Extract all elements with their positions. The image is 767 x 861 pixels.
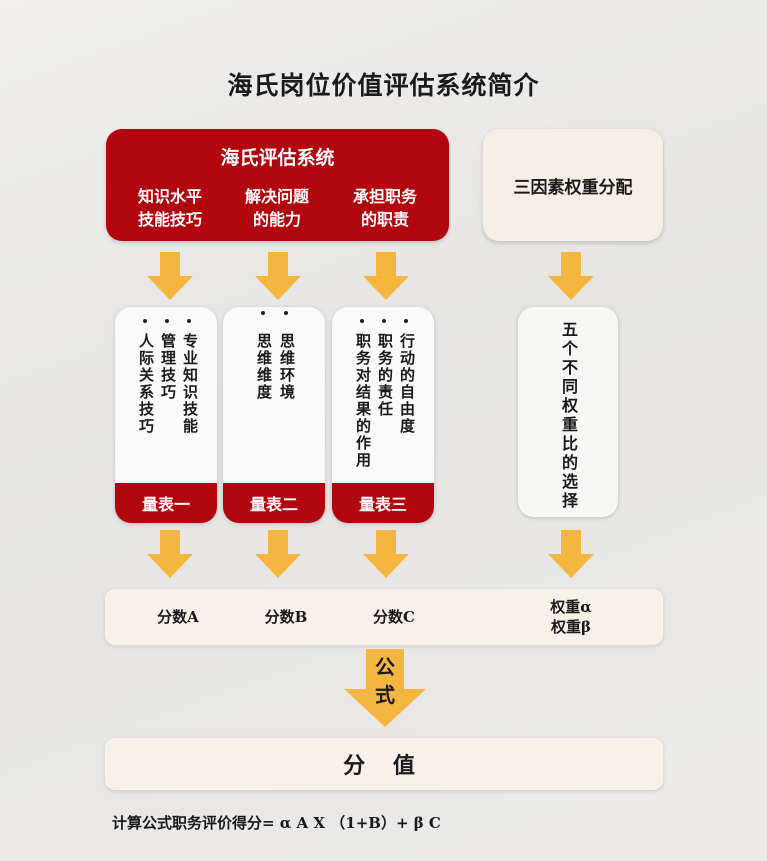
card2-item-1: 思维环境 xyxy=(278,333,296,401)
hay-system-title: 海氏评估系统 xyxy=(220,147,335,169)
factor-accountability: 承担职务 的职责 xyxy=(335,185,435,231)
score-bar: 分数A 分数B 分数C 权重α 权重β xyxy=(105,589,663,645)
bullet-dot xyxy=(284,311,288,315)
factor-problem-solving: 解决问题 的能力 xyxy=(227,185,327,231)
score-a: 分数A xyxy=(157,608,199,626)
card1-item-2: 管理技巧 xyxy=(159,333,177,401)
card1-item-3: 人际关系技巧 xyxy=(137,333,155,435)
page-title: 海氏岗位价值评估系统简介 xyxy=(227,71,540,100)
weight-beta: 权重β xyxy=(551,618,591,636)
score-b: 分数B xyxy=(264,608,308,626)
bullet-dot xyxy=(187,319,191,323)
scale-card-2: 思维环境 思维维度 量表二 xyxy=(223,307,325,523)
arrow-down-icon xyxy=(255,252,301,300)
bullet-dot xyxy=(165,319,169,323)
value-box: 分 值 xyxy=(105,738,663,790)
bullet-dot xyxy=(404,319,408,323)
formula-arrow-line1: 公 xyxy=(375,655,395,679)
factor-knowledge: 知识水平 技能技巧 xyxy=(120,185,220,231)
arrow-down-icon xyxy=(255,530,301,578)
arrow-down-icon xyxy=(147,530,193,578)
card1-footer: 量表一 xyxy=(115,483,217,523)
weight-selection-card: 五个不同权重比的选择 xyxy=(518,307,618,517)
arrow-down-icon xyxy=(363,530,409,578)
formula-arrow-label: 公 式 xyxy=(340,653,430,709)
bullet-dot xyxy=(360,319,364,323)
card3-item-3: 职务对结果的作用 xyxy=(354,333,372,469)
bullet-dot xyxy=(261,311,265,315)
weight-selection-text: 五个不同权重比的选择 xyxy=(559,321,578,511)
weight-allocation-box: 三因素权重分配 xyxy=(483,129,663,241)
card2-footer: 量表二 xyxy=(223,483,325,523)
factor-knowledge-line2: 技能技巧 xyxy=(137,210,202,229)
formula-arrow-icon xyxy=(344,649,426,727)
bullet-dot xyxy=(382,319,386,323)
card3-footer: 量表三 xyxy=(332,483,434,523)
arrow-down-icon xyxy=(363,252,409,300)
card1-item-1: 专业知识技能 xyxy=(181,333,199,435)
scale-card-1: 专业知识技能 管理技巧 人际关系技巧 量表一 xyxy=(115,307,217,523)
factor-knowledge-line1: 知识水平 xyxy=(137,187,202,206)
card3-item-1: 行动的自由度 xyxy=(398,333,416,435)
arrow-down-icon xyxy=(548,252,594,300)
card2-item-2: 思维维度 xyxy=(255,333,273,401)
scale-card-3: 行动的自由度 职务的责任 职务对结果的作用 量表三 xyxy=(332,307,434,523)
score-c: 分数C xyxy=(373,608,415,626)
factor-accountability-line1: 承担职务 xyxy=(352,187,417,206)
hay-system-box: 海氏评估系统 知识水平 技能技巧 解决问题 的能力 承担职务 的职责 xyxy=(106,129,449,241)
arrow-down-icon xyxy=(147,252,193,300)
arrow-down-icon xyxy=(548,530,594,578)
factor-problem-line2: 的能力 xyxy=(252,210,301,229)
formula-arrow-line2: 式 xyxy=(375,683,395,707)
factor-problem-line1: 解决问题 xyxy=(244,187,309,206)
card3-item-2: 职务的责任 xyxy=(376,333,394,418)
bullet-dot xyxy=(143,319,147,323)
factor-accountability-line2: 的职责 xyxy=(360,210,409,229)
weight-alpha: 权重α xyxy=(550,598,592,616)
formula-text: 计算公式职务评价得分= α A X （1+B）+ β C xyxy=(112,814,441,832)
weights: 权重α 权重β xyxy=(521,597,621,637)
